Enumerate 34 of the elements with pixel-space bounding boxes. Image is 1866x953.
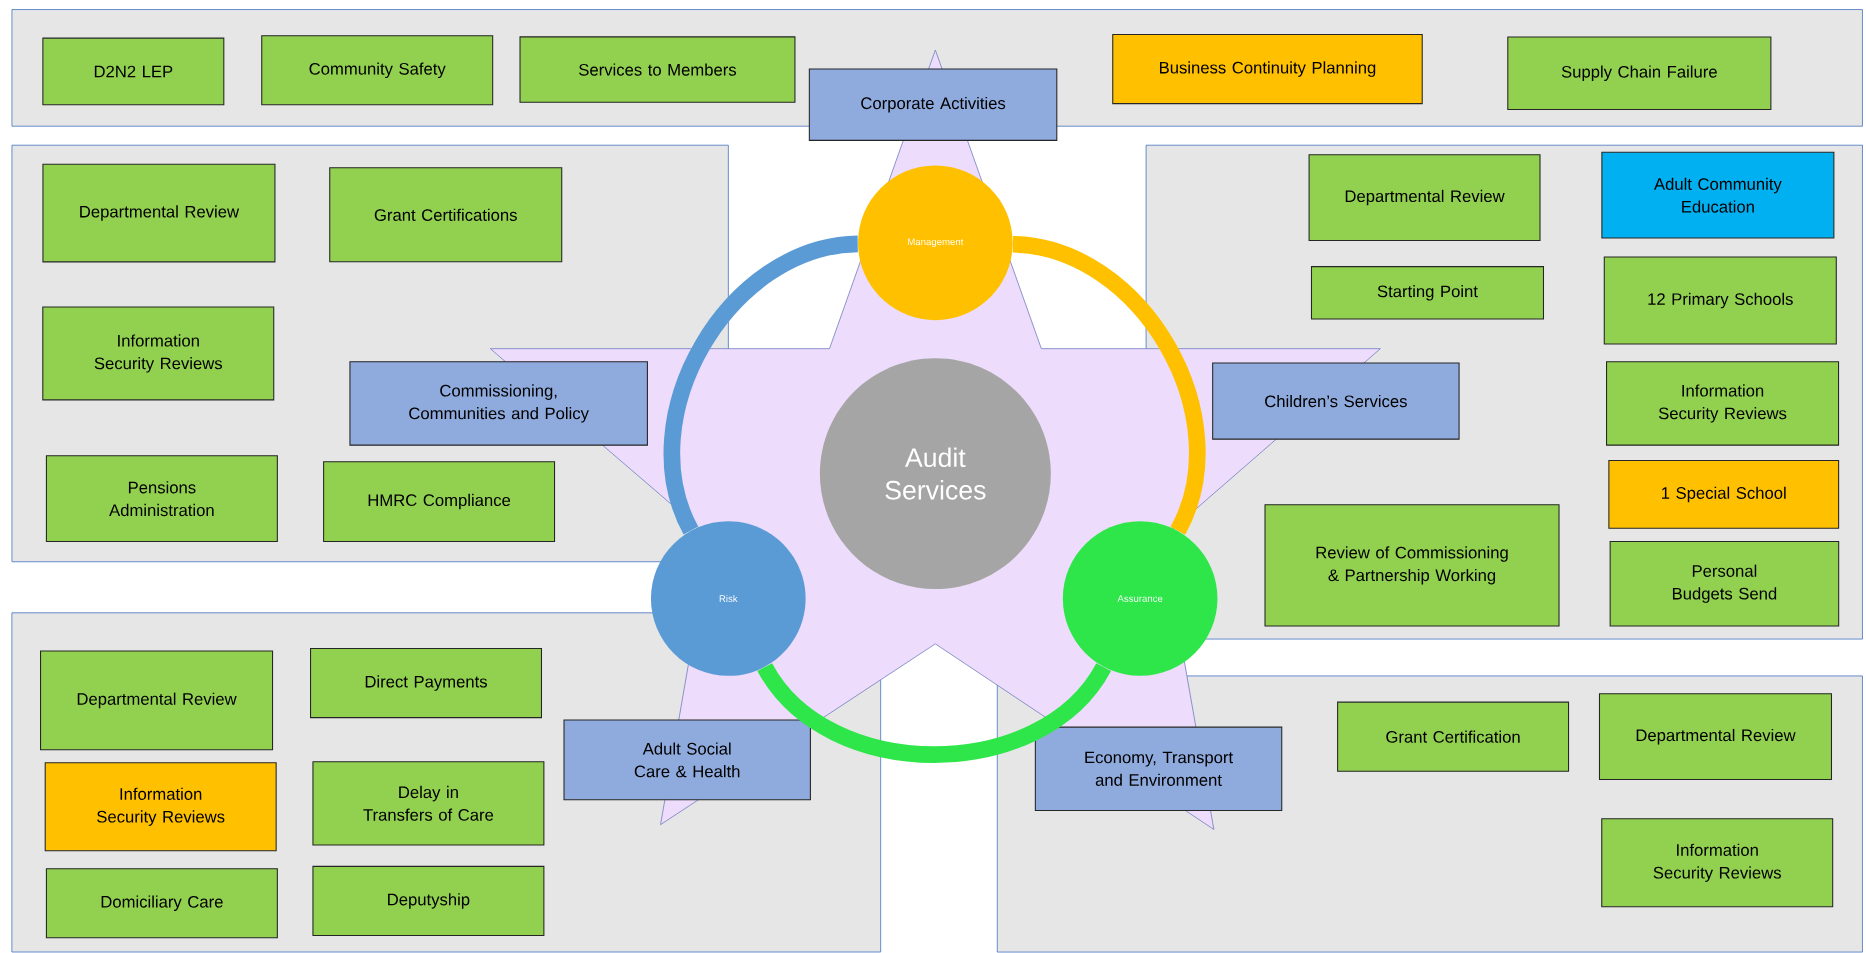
topic-box: Community Safety bbox=[261, 35, 494, 106]
topic-box: Information Security Reviews bbox=[44, 762, 277, 852]
topic-box: Information Security Reviews bbox=[42, 306, 275, 401]
department-box: Children’s Services bbox=[1212, 362, 1460, 440]
topic-box: D2N2 LEP bbox=[42, 37, 225, 106]
topic-box: HMRC Compliance bbox=[323, 461, 556, 542]
topic-box: Pensions Administration bbox=[45, 455, 278, 542]
ring-arc bbox=[664, 235, 859, 534]
topic-box: 12 Primary Schools bbox=[1603, 256, 1837, 345]
topic-box: Delay in Transfers of Care bbox=[312, 761, 545, 846]
topic-box: Personal Budgets Send bbox=[1609, 540, 1840, 627]
topic-box: Information Security Reviews bbox=[1606, 361, 1840, 446]
department-box: Adult Social Care & Health bbox=[563, 719, 811, 801]
topic-box: Information Security Reviews bbox=[1601, 818, 1834, 908]
topic-box: Business Continuity Planning bbox=[1112, 33, 1423, 105]
topic-box: Departmental Review bbox=[1308, 154, 1541, 241]
topic-box: Supply Chain Failure bbox=[1507, 36, 1772, 110]
ring-arc bbox=[1011, 235, 1206, 534]
ring-arc bbox=[757, 662, 1111, 763]
topic-box: Adult Community Education bbox=[1601, 151, 1835, 239]
topic-box: Domiciliary Care bbox=[45, 868, 278, 939]
topic-box: Services to Members bbox=[519, 36, 796, 103]
department-box: Commissioning, Communities and Policy bbox=[349, 361, 648, 446]
topic-box: Deputyship bbox=[312, 865, 545, 936]
topic-box: Direct Payments bbox=[310, 647, 542, 719]
topic-box: Grant Certifications bbox=[329, 167, 563, 263]
topic-box: Departmental Review bbox=[42, 163, 276, 263]
topic-box: Departmental Review bbox=[40, 650, 274, 751]
topic-box: Review of Commissioning & Partnership Working bbox=[1264, 504, 1560, 627]
department-box: Economy, Transport and Environment bbox=[1034, 726, 1283, 811]
topic-box: Departmental Review bbox=[1598, 693, 1832, 780]
topic-box: Starting Point bbox=[1310, 265, 1544, 320]
topic-box: Grant Certification bbox=[1337, 701, 1570, 772]
topic-box: 1 Special School bbox=[1608, 459, 1840, 529]
